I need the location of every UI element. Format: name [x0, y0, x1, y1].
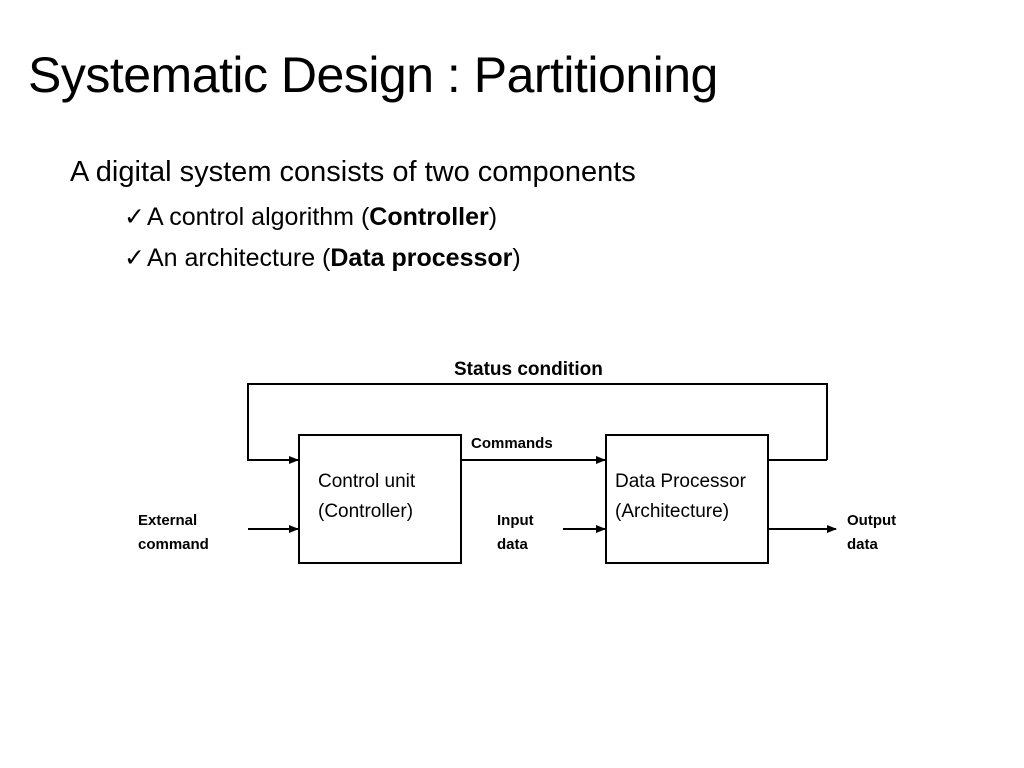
- label-line: External: [138, 512, 198, 529]
- label-line: data: [847, 536, 878, 553]
- status-condition-label: Status condition: [454, 359, 603, 380]
- label-line: Output: [847, 512, 897, 529]
- label-line: Input: [497, 512, 534, 529]
- label-line: data: [497, 536, 528, 553]
- output-data-label: Output data: [847, 509, 896, 557]
- intro-text: A digital system consists of two compone…: [70, 156, 636, 188]
- box-line: (Controller): [318, 501, 414, 522]
- bullet-suffix: ): [512, 244, 521, 272]
- checkmark-icon: ✓: [124, 244, 145, 272]
- status-feedback-line: [247, 383, 828, 464]
- bullet-bold: Controller: [369, 203, 489, 231]
- label-line: command: [138, 536, 209, 553]
- slide-title: Systematic Design : Partitioning: [28, 47, 718, 103]
- bullet-controller: ✓A control algorithm (Controller): [124, 202, 497, 232]
- bullet-prefix: A control algorithm (: [146, 203, 370, 231]
- checkmark-icon: ✓: [124, 203, 145, 231]
- input-data-label: Input data: [497, 509, 534, 557]
- box-line: Data Processor: [615, 471, 746, 492]
- data-processor-text: Data Processor (Architecture): [615, 467, 746, 527]
- bullet-suffix: ): [488, 203, 498, 231]
- bullet-data-processor: ✓An architecture (Data processor): [124, 243, 521, 273]
- bullet-prefix: An architecture (: [146, 244, 331, 272]
- commands-label: Commands: [471, 435, 553, 452]
- control-unit-text: Control unit (Controller): [318, 467, 415, 527]
- bullet-bold: Data processor: [330, 244, 513, 272]
- control-unit-box: [298, 434, 462, 564]
- external-command-label: External command: [138, 509, 209, 557]
- box-line: (Architecture): [615, 501, 730, 522]
- data-processor-box: [605, 434, 769, 564]
- box-line: Control unit: [318, 471, 416, 492]
